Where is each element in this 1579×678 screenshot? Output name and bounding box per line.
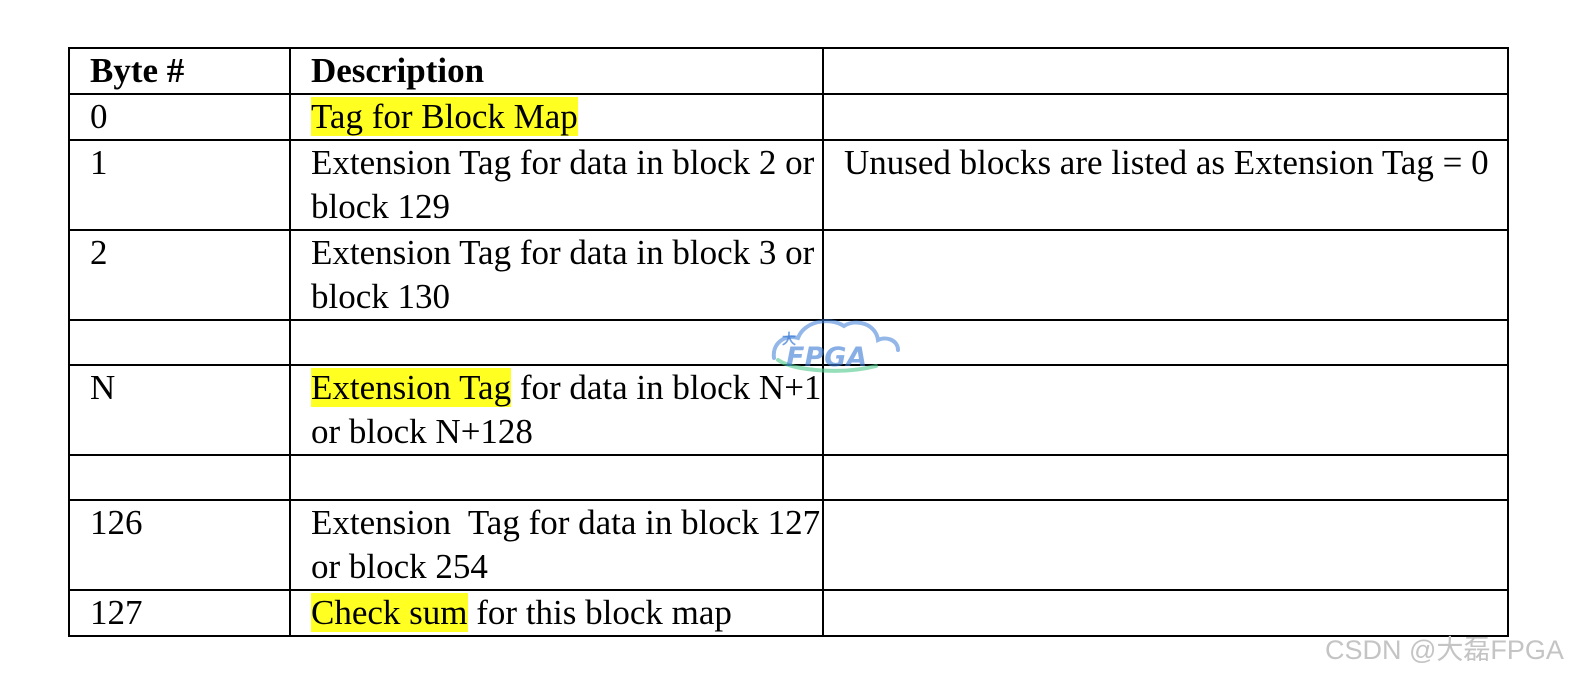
- description-text: for this block map: [467, 593, 732, 632]
- note-cell: [822, 454, 1509, 501]
- byte-cell: 2: [68, 229, 291, 321]
- highlighted-text: Extension Tag: [311, 368, 512, 407]
- table-row: 2 Extension Tag for data in block 3 or b…: [68, 229, 1509, 321]
- description-cell: Extension Tag for data in block 127 or b…: [289, 499, 824, 591]
- description-cell: [289, 319, 824, 366]
- description-cell: Extension Tag for data in block 3 or blo…: [289, 229, 824, 321]
- byte-cell: 1: [68, 139, 291, 231]
- byte-cell: [68, 454, 291, 501]
- note-cell: [822, 364, 1509, 456]
- description-cell: Check sum for this block map: [289, 589, 824, 637]
- description-text: for data in block N+1 or block N+128: [311, 368, 822, 451]
- table-row: 0 Tag for Block Map: [68, 93, 1509, 141]
- table-row: 127 Check sum for this block map: [68, 589, 1509, 637]
- note-cell: [822, 229, 1509, 321]
- header-description: Description: [289, 47, 824, 95]
- description-cell: Tag for Block Map: [289, 93, 824, 141]
- note-cell: Unused blocks are listed as Extension Ta…: [822, 139, 1509, 231]
- block-map-table: Byte # Description 0 Tag for Block Map 1…: [68, 47, 1509, 637]
- table-row-empty: [68, 319, 1509, 366]
- table-row-empty: [68, 454, 1509, 501]
- highlighted-text: Tag for Block Map: [311, 97, 578, 136]
- byte-cell: 126: [68, 499, 291, 591]
- table-row: 126 Extension Tag for data in block 127 …: [68, 499, 1509, 591]
- description-cell: Extension Tag for data in block 2 or blo…: [289, 139, 824, 231]
- byte-cell: 0: [68, 93, 291, 141]
- note-cell: [822, 589, 1509, 637]
- note-cell: [822, 93, 1509, 141]
- byte-cell: [68, 319, 291, 366]
- highlighted-text: Check sum: [311, 593, 468, 632]
- header-notes: [822, 47, 1509, 95]
- note-cell: [822, 499, 1509, 591]
- table-row: 1 Extension Tag for data in block 2 or b…: [68, 139, 1509, 231]
- description-cell: [289, 454, 824, 501]
- byte-cell: 127: [68, 589, 291, 637]
- note-cell: [822, 319, 1509, 366]
- csdn-footer-watermark: CSDN @大磊FPGA: [1325, 635, 1564, 665]
- byte-cell: N: [68, 364, 291, 456]
- table-row: N Extension Tag for data in block N+1 or…: [68, 364, 1509, 456]
- description-cell: Extension Tag for data in block N+1 or b…: [289, 364, 824, 456]
- table-header-row: Byte # Description: [68, 47, 1509, 95]
- header-byte: Byte #: [68, 47, 291, 95]
